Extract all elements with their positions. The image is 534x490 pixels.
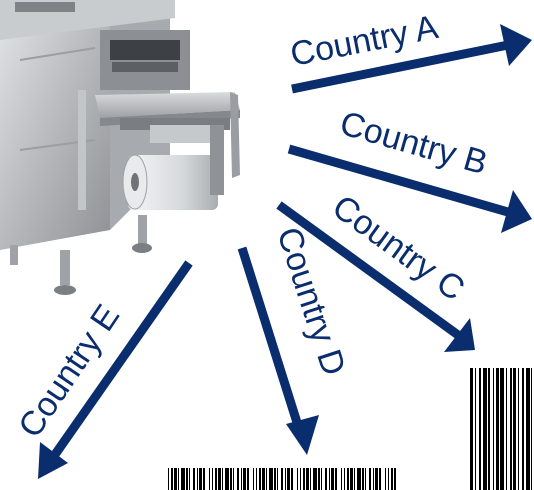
barcode-bar	[230, 468, 232, 490]
barcode-bar	[531, 368, 532, 490]
barcode-bar	[277, 468, 278, 490]
barcode-bar	[321, 468, 322, 490]
barcode-bar	[513, 368, 516, 490]
barcode-bar	[331, 468, 334, 490]
barcode-bar	[335, 468, 337, 490]
barcode-bar	[222, 468, 223, 490]
barcode-bar	[373, 468, 374, 490]
barcode-bar	[243, 468, 246, 490]
barcode-bar	[357, 468, 361, 490]
barcode-bar	[365, 468, 366, 490]
barcode-bar	[259, 468, 261, 490]
barcode-bar	[329, 468, 330, 490]
barcode-bar	[189, 468, 190, 490]
barcode-bar	[203, 468, 205, 490]
barcode-bar	[274, 468, 276, 490]
packaging-machine-image	[0, 0, 240, 295]
barcode-icon	[470, 368, 532, 490]
barcode-bar	[233, 468, 234, 490]
barcode-bar	[171, 468, 173, 490]
barcode-bar	[212, 468, 213, 490]
barcode-bar	[193, 468, 195, 490]
barcode-bar	[526, 368, 530, 490]
barcode-bar	[300, 468, 301, 490]
barcode-bar	[379, 468, 381, 490]
barcode-bar	[483, 368, 487, 490]
barcode-bar	[488, 368, 490, 490]
barcode-bar	[496, 368, 499, 490]
barcode-bar	[287, 468, 290, 490]
barcode-bar	[241, 468, 242, 490]
barcode-bar	[253, 468, 254, 490]
barcode-bar	[181, 468, 185, 490]
barcode-bar	[237, 468, 239, 490]
barcode-bar	[385, 468, 386, 490]
barcode-bar	[375, 468, 378, 490]
barcode-bar	[391, 468, 393, 490]
barcode-bar	[313, 468, 317, 490]
barcode-bar	[168, 468, 169, 490]
barcode-bar	[281, 468, 283, 490]
barcode-bar	[247, 468, 249, 490]
barcode-icon	[168, 468, 396, 490]
barcode-bar	[394, 468, 396, 490]
barcode-bar	[297, 468, 298, 490]
barcode-bar	[256, 468, 257, 490]
barcode-bar	[285, 468, 286, 490]
barcode-bar	[341, 468, 342, 490]
barcode-bar	[388, 468, 389, 490]
barcode-bar	[225, 468, 229, 490]
barcode-bar	[291, 468, 293, 490]
barcode-bar	[306, 468, 309, 490]
barcode-bar	[266, 468, 267, 490]
barcode-bar	[318, 468, 320, 490]
barcode-bar	[199, 468, 202, 490]
barcode-bar	[362, 468, 364, 490]
barcode-bar	[347, 468, 349, 490]
barcode-bar	[310, 468, 311, 490]
barcode-bar	[522, 368, 524, 490]
barcode-bar	[325, 468, 327, 490]
barcode-bar	[174, 468, 177, 490]
barcode-bar	[500, 368, 504, 490]
barcode-bar	[186, 468, 188, 490]
barcode-bar	[510, 368, 512, 490]
barcode-bar	[303, 468, 305, 490]
barcode-bar	[344, 468, 345, 490]
barcode-bar	[218, 468, 221, 490]
barcode-bar	[269, 468, 273, 490]
barcode-bar	[475, 368, 476, 490]
barcode-bar	[369, 468, 371, 490]
barcode-bar	[518, 368, 519, 490]
barcode-bar	[178, 468, 179, 490]
barcode-bar	[479, 368, 481, 490]
barcode-bar	[215, 468, 217, 490]
barcode-bar	[262, 468, 265, 490]
barcode-bar	[197, 468, 198, 490]
barcode-bar	[350, 468, 353, 490]
barcode-bar	[209, 468, 210, 490]
barcode-bar	[493, 368, 494, 490]
barcode-bar	[506, 368, 507, 490]
barcode-bar	[354, 468, 355, 490]
barcode-bar	[470, 368, 473, 490]
